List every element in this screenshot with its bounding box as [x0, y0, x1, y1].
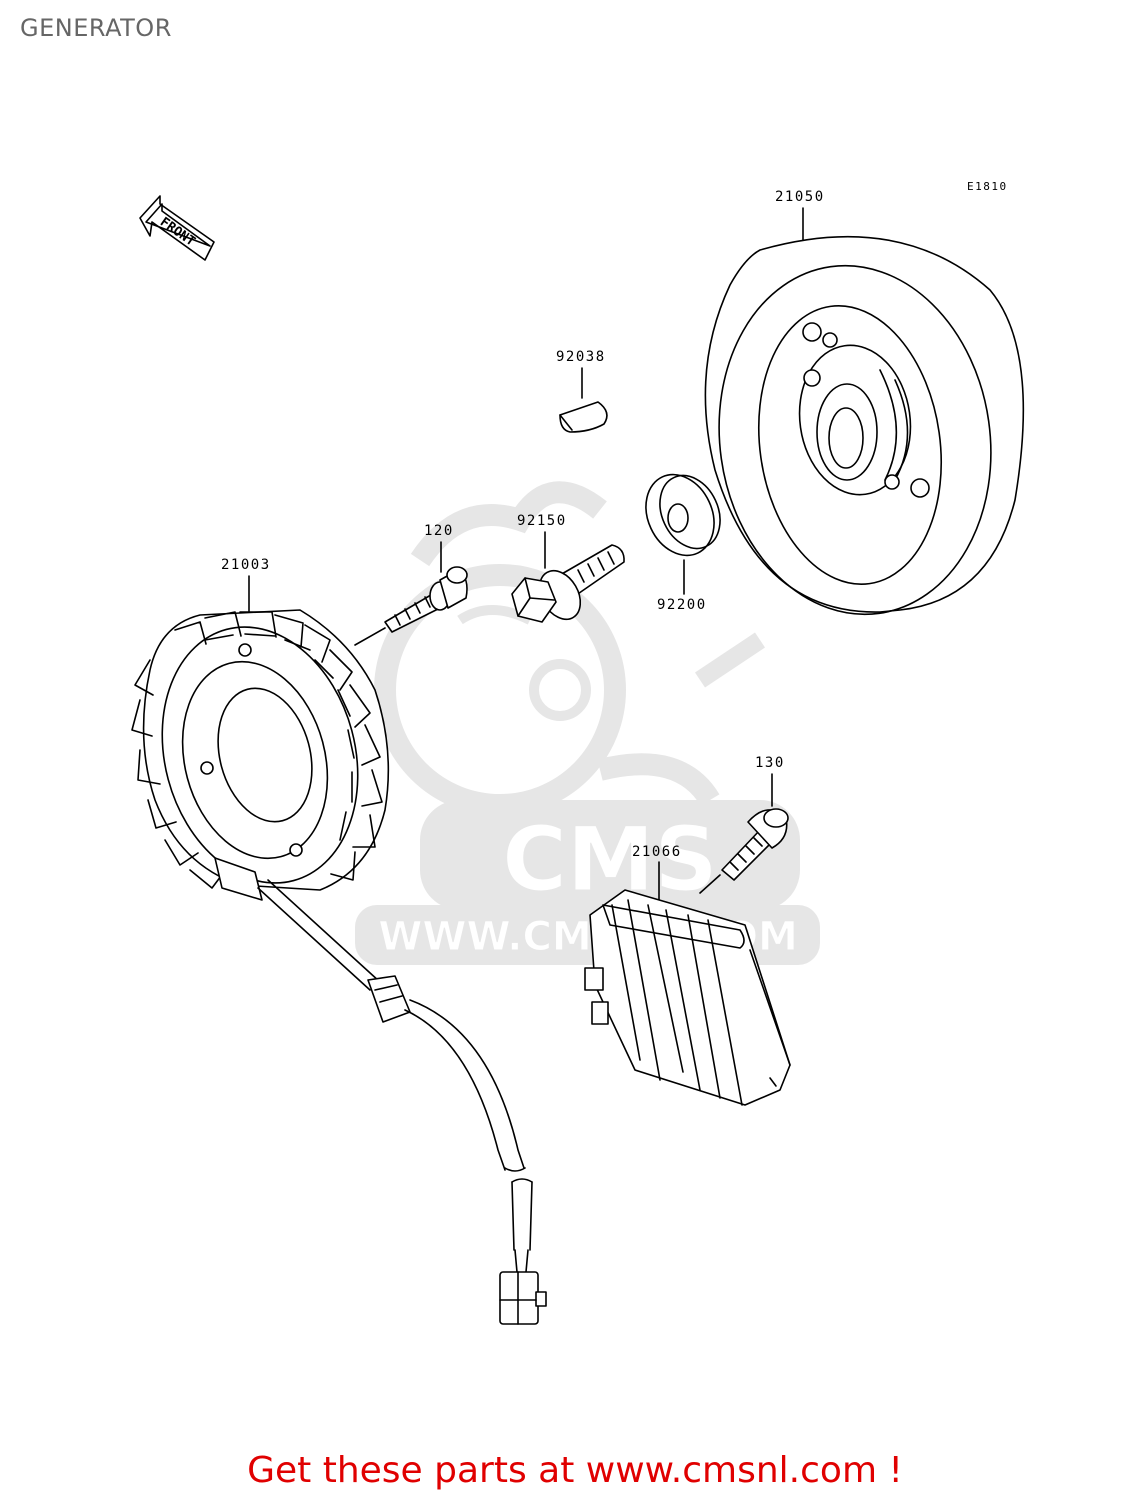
- regulator-rectifier-part[interactable]: [584, 889, 791, 1106]
- label-92150: 92150: [517, 513, 567, 529]
- stator-wire-harness: [257, 879, 533, 1273]
- label-21003: 21003: [221, 557, 271, 573]
- flywheel-part[interactable]: [697, 235, 1025, 632]
- label-92038: 92038: [556, 349, 606, 365]
- flange-bolt-part[interactable]: [511, 544, 625, 627]
- stator-part[interactable]: [131, 605, 390, 905]
- stator-bolt-part[interactable]: [354, 566, 468, 646]
- label-21050: 21050: [775, 189, 825, 205]
- page-title: GENERATOR: [20, 14, 172, 42]
- regulator-bolt-part[interactable]: [699, 808, 789, 894]
- washer-part[interactable]: [633, 463, 731, 566]
- label-21066: 21066: [632, 844, 682, 860]
- connector-part: [499, 1271, 547, 1325]
- label-130: 130: [755, 755, 785, 771]
- woodruff-key-part[interactable]: [559, 401, 608, 433]
- front-arrow-icon: FRONT: [139, 195, 215, 261]
- label-120: 120: [424, 523, 454, 539]
- footer-cta-link[interactable]: Get these parts at www.cmsnl.com !: [247, 1450, 903, 1491]
- diagram-code: E1810: [967, 180, 1008, 193]
- watermark-brand: CMS: [502, 808, 718, 911]
- label-92200: 92200: [657, 597, 707, 613]
